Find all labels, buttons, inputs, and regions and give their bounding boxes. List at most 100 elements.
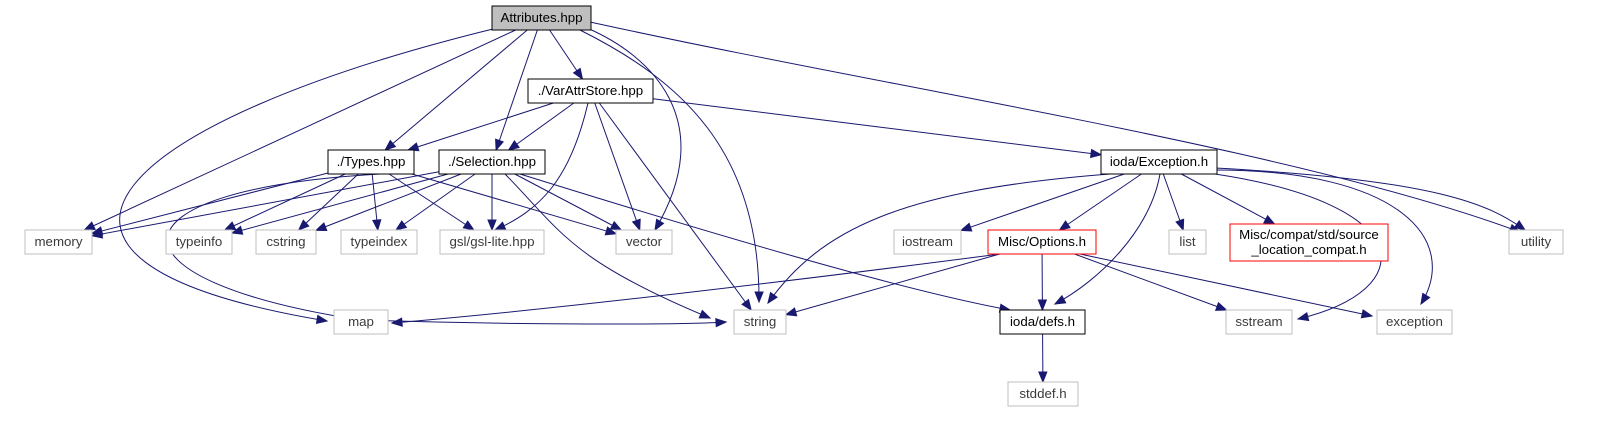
node-label: Misc/compat/std/source <box>1239 227 1379 242</box>
arrowhead <box>631 218 641 232</box>
node-box <box>255 229 317 255</box>
node-box <box>333 309 389 335</box>
edge-exception-to-utility <box>1214 167 1527 231</box>
node-label: ./VarAttrStore.hpp <box>538 83 643 98</box>
arrowhead <box>1513 220 1527 231</box>
node-varattrstore[interactable]: ./VarAttrStore.hpp <box>527 78 654 104</box>
arrowhead <box>487 219 497 232</box>
arrowhead <box>609 220 623 231</box>
node-label: ioda/Exception.h <box>1110 154 1208 169</box>
edge-types-to-vector <box>411 173 618 236</box>
edge-attributes-to-types <box>384 29 528 151</box>
arrowhead <box>1296 311 1310 322</box>
node-typeinfo: typeinfo <box>165 229 233 255</box>
node-box <box>615 229 673 255</box>
arrowhead <box>754 291 764 304</box>
arrowhead <box>767 291 778 305</box>
node-defs[interactable]: ioda/defs.h <box>999 309 1086 335</box>
node-sstream: sstream <box>1225 309 1293 335</box>
arrowhead <box>1360 309 1374 319</box>
node-label: iostream <box>902 234 953 249</box>
edge-selection-to-memory <box>90 171 440 239</box>
edge-exception-to-srcloc <box>1181 173 1276 225</box>
edge-options-to-map <box>390 253 1001 327</box>
node-label: ./Selection.hpp <box>448 154 536 169</box>
node-label: exception <box>1386 314 1443 329</box>
edge-varattrstore-to-vector <box>594 102 641 232</box>
edge-varattrstore-to-types <box>406 102 554 152</box>
node-label: typeinfo <box>176 234 223 249</box>
node-srcloc[interactable]: Misc/compat/std/source_location_compat.h <box>1229 223 1389 262</box>
node-label: Misc/Options.h <box>998 234 1086 249</box>
edge-exception-to-options <box>1058 173 1142 231</box>
node-label: utility <box>1521 234 1552 249</box>
edge-attributes-to-map <box>119 27 498 324</box>
node-cstring: cstring <box>255 229 317 255</box>
edge-attributes-to-selection <box>495 29 538 152</box>
node-box <box>987 229 1097 255</box>
edge-options-to-sstream <box>1074 253 1228 311</box>
arrowhead <box>1058 220 1071 231</box>
arrowhead <box>741 298 752 312</box>
node-selection[interactable]: ./Selection.hpp <box>438 149 546 175</box>
node-label: typeindex <box>351 234 408 249</box>
node-box <box>893 229 962 255</box>
node-options[interactable]: Misc/Options.h <box>987 229 1097 255</box>
node-exceptionstd: exception <box>1376 309 1453 335</box>
node-box <box>438 149 546 175</box>
edge-selection-to-gsllite <box>487 174 497 232</box>
node-box <box>491 5 592 31</box>
edge-selection-to-typeinfo <box>230 173 449 235</box>
arrowhead <box>1037 299 1048 312</box>
edge-types-to-gsllite <box>388 173 475 231</box>
edge-types-to-string <box>167 173 728 328</box>
node-box <box>999 309 1086 335</box>
edge-selection-to-typeindex <box>394 173 476 231</box>
arrowhead <box>698 309 712 319</box>
arrowhead <box>462 220 475 231</box>
node-typeindex: typeindex <box>340 229 418 255</box>
node-label: sstream <box>1235 314 1282 329</box>
edge-types-to-cstring <box>297 173 359 231</box>
arrowhead <box>507 140 520 151</box>
node-types[interactable]: ./Types.hpp <box>327 149 415 175</box>
node-attributes[interactable]: Attributes.hpp <box>491 5 592 31</box>
edge-attributes-to-string <box>579 29 764 304</box>
node-stddef: stddef.h <box>1007 381 1079 407</box>
edge-types-to-typeindex <box>371 173 382 232</box>
edge-options-to-exceptionstd <box>1079 253 1374 319</box>
arrowhead <box>1089 148 1103 159</box>
node-utility: utility <box>1508 229 1564 255</box>
node-label: ./Types.hpp <box>337 154 406 169</box>
node-box <box>1376 309 1453 335</box>
node-label: stddef.h <box>1019 386 1066 401</box>
edge-selection-to-string <box>504 173 712 319</box>
node-box <box>24 229 93 255</box>
node-label: string <box>744 314 777 329</box>
node-box <box>1508 229 1564 255</box>
edge-options-to-string <box>784 253 1000 317</box>
arrowhead <box>495 138 505 152</box>
edge-types-to-typeinfo <box>223 173 346 231</box>
node-box <box>1229 223 1389 262</box>
node-exception[interactable]: ioda/Exception.h <box>1100 149 1218 175</box>
arrowhead <box>1214 301 1228 311</box>
node-label: cstring <box>266 234 305 249</box>
node-box <box>439 229 545 255</box>
edge-defs-to-stddef <box>1038 333 1048 384</box>
node-box <box>165 229 233 255</box>
arrowhead <box>1038 371 1048 384</box>
node-box <box>527 78 654 104</box>
node-box <box>340 229 418 255</box>
arrowhead <box>372 219 382 232</box>
arrowhead <box>90 229 104 239</box>
node-box <box>1168 229 1207 255</box>
node-label: list <box>1179 234 1196 249</box>
node-iostream: iostream <box>893 229 962 255</box>
edge-exception-to-iostream <box>959 173 1125 232</box>
node-gsllite: gsl/gsl-lite.hpp <box>439 229 545 255</box>
arrowhead <box>1175 218 1185 232</box>
node-box <box>733 309 787 335</box>
arrowhead <box>315 314 329 324</box>
